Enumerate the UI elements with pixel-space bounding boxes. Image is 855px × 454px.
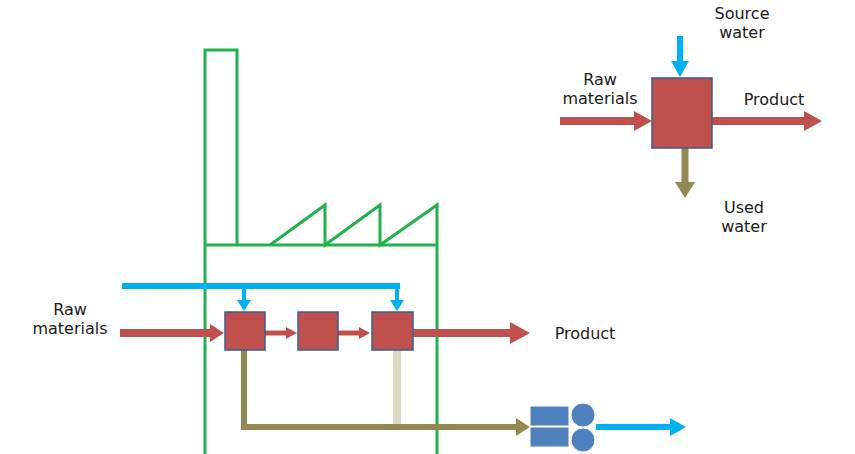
factory-outline bbox=[205, 50, 437, 454]
flow-label: Product bbox=[728, 90, 820, 109]
flow-label: Product bbox=[540, 324, 630, 343]
flow-label: Used water bbox=[712, 198, 776, 236]
flow-label: Source water bbox=[706, 4, 778, 42]
process-box bbox=[225, 312, 413, 350]
flow-label: Raw materials bbox=[552, 70, 648, 108]
flow-label: Raw materials bbox=[28, 300, 112, 338]
used-water-line bbox=[244, 350, 530, 436]
treated-water-arrow bbox=[596, 418, 686, 436]
inset-diagram bbox=[560, 36, 822, 198]
treatment-unit bbox=[530, 403, 595, 452]
source-water-line bbox=[122, 286, 404, 311]
